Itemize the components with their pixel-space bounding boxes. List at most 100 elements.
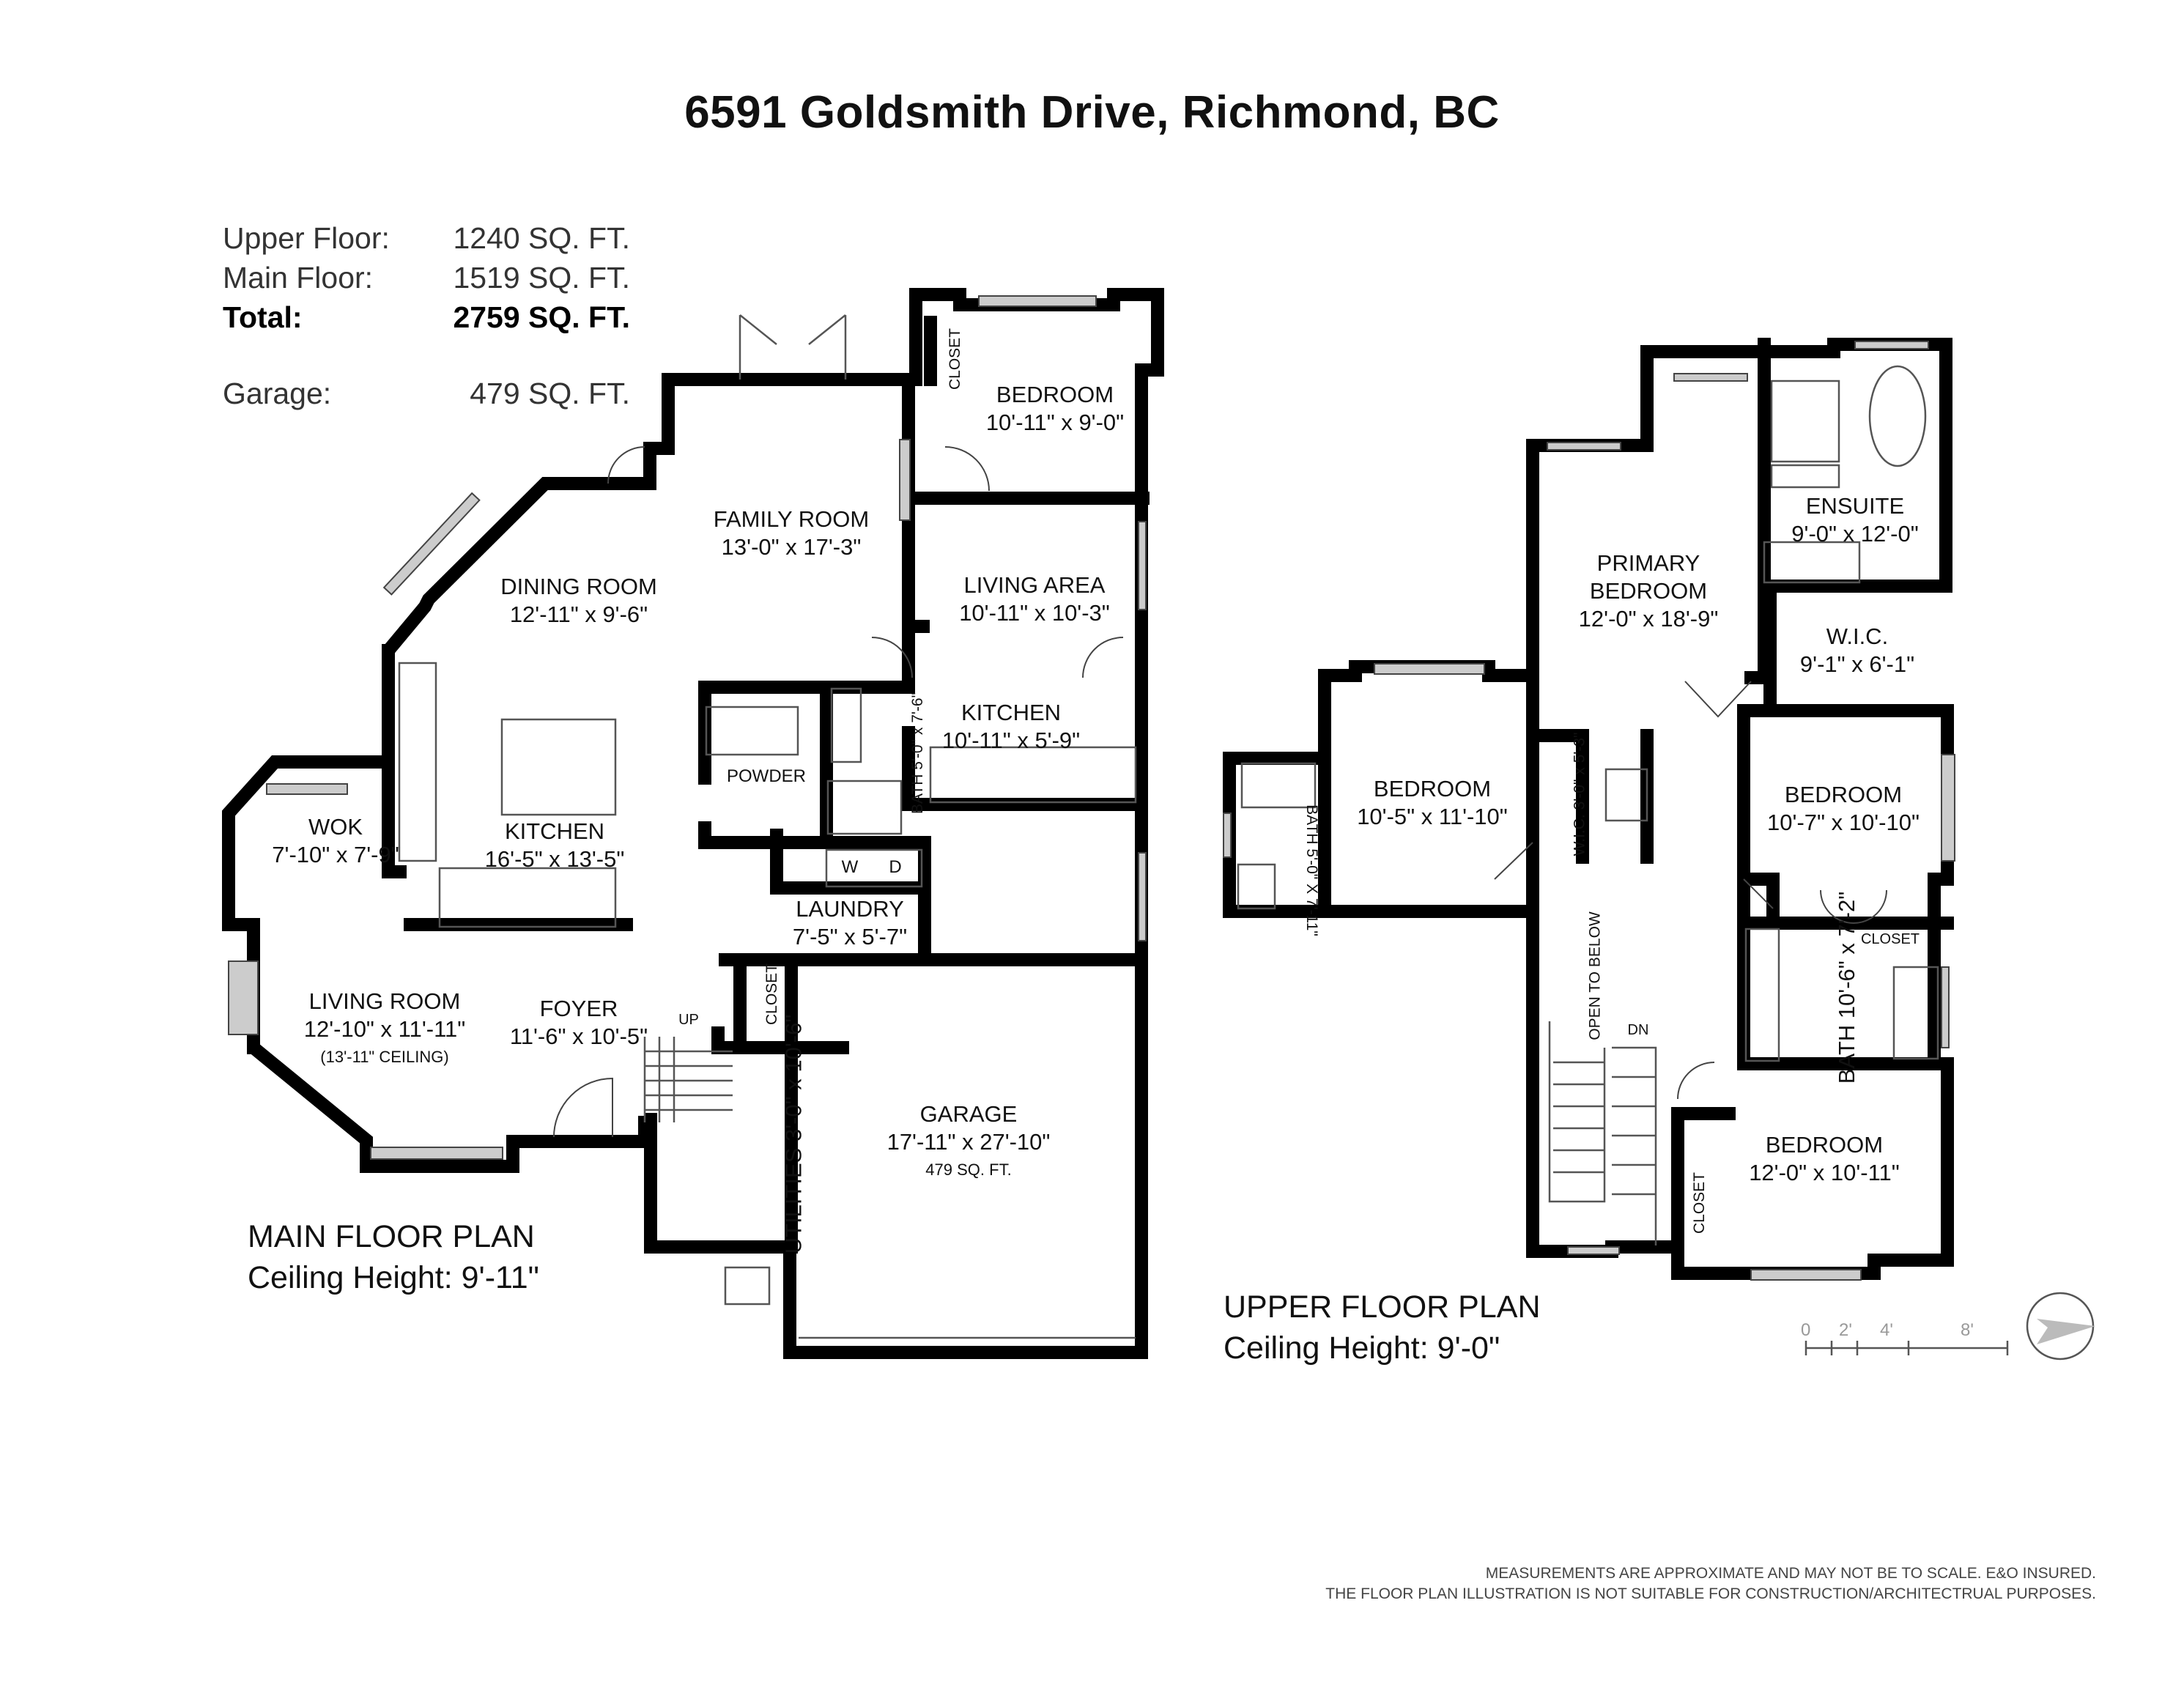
shower bbox=[826, 780, 903, 835]
room-name: BATH bbox=[1303, 804, 1320, 845]
water-heater bbox=[724, 1266, 771, 1306]
stairs bbox=[1548, 1021, 1657, 1245]
shower-bench bbox=[1770, 464, 1840, 489]
open-to-below-label: OPEN TO BELOW bbox=[1587, 911, 1604, 1040]
room-name: KITCHEN bbox=[960, 700, 1062, 725]
room-name: UTILITIES bbox=[780, 1147, 807, 1254]
window bbox=[1547, 442, 1621, 451]
room-name: PRIMARY bbox=[1596, 550, 1700, 576]
door-arc bbox=[944, 446, 990, 492]
area-label: Upper Floor: bbox=[223, 221, 390, 255]
shower bbox=[1770, 380, 1840, 463]
area-row-total: Total: 2759 SQ. FT. bbox=[223, 297, 630, 337]
room-bath-west: BATH 5'-0" X 7'-11" bbox=[1303, 804, 1320, 936]
room-laundry: LAUNDRY 7'-5" x 5'-7" bbox=[793, 895, 907, 951]
room-living-room: LIVING ROOM 12'-10" x 11'-11" (13'-11" C… bbox=[304, 988, 466, 1071]
page-title: 6591 Goldsmith Drive, Richmond, BC bbox=[684, 87, 1500, 138]
area-row-upper: Upper Floor: 1240 SQ. FT. bbox=[223, 218, 630, 258]
upper-floor-name: UPPER FLOOR PLAN bbox=[1224, 1289, 1541, 1325]
room-dimension: 3'-0" x 10'-6" bbox=[780, 1014, 807, 1142]
main-floor-interior-wall bbox=[770, 829, 931, 895]
stairs-up-label: UP bbox=[678, 1012, 699, 1028]
window bbox=[382, 492, 481, 596]
room-dimension: 11'-6" x 10'-5" bbox=[509, 1023, 648, 1049]
window bbox=[1941, 754, 1955, 862]
room-name: BATH bbox=[909, 774, 927, 815]
area-row-main: Main Floor: 1519 SQ. FT. bbox=[223, 258, 630, 297]
vanity bbox=[1763, 541, 1861, 584]
window bbox=[1673, 373, 1748, 382]
closet-label: CLOSET bbox=[1691, 1171, 1709, 1234]
window bbox=[370, 1147, 503, 1160]
room-living-area: LIVING AREA 10'-11" x 10'-3" bbox=[959, 571, 1110, 627]
room-name: DINING ROOM bbox=[500, 574, 657, 599]
main-floor-title: MAIN FLOOR PLAN Ceiling Height: 9'-11" bbox=[248, 1216, 539, 1298]
main-floor-interior-wall bbox=[698, 821, 783, 849]
room-name: BATH bbox=[1834, 1024, 1860, 1084]
open-to-below-line: BELOW bbox=[1586, 911, 1604, 968]
area-row-garage: Garage: 479 SQ. FT. bbox=[223, 374, 630, 413]
patio-door bbox=[739, 314, 847, 380]
door-arc bbox=[1820, 889, 1887, 924]
door-arc bbox=[553, 1077, 613, 1138]
room-powder: POWDER bbox=[727, 766, 806, 786]
door-arc bbox=[1684, 681, 1752, 718]
scale-tick-label: 8' bbox=[1961, 1320, 1974, 1340]
room-wok: WOK 7'-10" x 7'-9" bbox=[272, 813, 399, 869]
scale-tick-label: 4' bbox=[1880, 1320, 1893, 1340]
room-name: LAUNDRY bbox=[796, 896, 904, 922]
kitchen-counter bbox=[398, 662, 437, 862]
door-arc bbox=[1677, 1062, 1715, 1100]
scale-tick-label: 2' bbox=[1839, 1320, 1852, 1340]
vanity bbox=[705, 706, 799, 756]
room-dimension: 16'-5" x 13'-5" bbox=[484, 846, 625, 872]
main-floor-name: MAIN FLOOR PLAN bbox=[248, 1219, 535, 1254]
room-wic-small: W.I.C. 3'-0" x 5'-3" bbox=[1571, 733, 1588, 856]
area-value: 2759 SQ. FT. bbox=[453, 300, 630, 334]
room-name: BEDROOM bbox=[1589, 578, 1708, 604]
main-floor-interior-wall bbox=[711, 1026, 748, 1054]
vanity bbox=[1744, 928, 1780, 1062]
room-dimension: 12'-0" x 10'-11" bbox=[1749, 1160, 1900, 1185]
door-arc bbox=[1743, 878, 1774, 909]
room-dimension: 13'-0" x 17'-3" bbox=[721, 534, 862, 560]
vanity bbox=[830, 687, 862, 763]
stairs bbox=[643, 1037, 733, 1122]
room-ensuite: ENSUITE 9'-0" x 12'-0" bbox=[1791, 492, 1918, 548]
shower bbox=[1240, 762, 1317, 809]
window bbox=[1223, 812, 1232, 858]
window bbox=[1854, 341, 1929, 349]
room-name: BEDROOM bbox=[1765, 1132, 1884, 1158]
dryer-label: D bbox=[889, 857, 902, 877]
north-arrow-icon bbox=[2037, 1319, 2095, 1344]
room-utilities: UTILITIES 3'-0" x 10'-6" bbox=[780, 1015, 807, 1254]
area-label: Total: bbox=[223, 300, 303, 334]
room-dimension: 10'-6" x 7'-2" bbox=[1834, 891, 1860, 1019]
disclaimer-line: THE FLOOR PLAN ILLUSTRATION IS NOT SUITA… bbox=[1325, 1585, 2096, 1602]
window bbox=[1567, 1246, 1620, 1255]
area-value: 1519 SQ. FT. bbox=[453, 261, 630, 295]
room-bath-east: BATH 10'-6" x 7'-2" bbox=[1834, 892, 1860, 1084]
window bbox=[1941, 966, 1950, 1048]
room-dimension: 9'-0" x 12'-0" bbox=[1791, 521, 1919, 547]
room-name: ENSUITE bbox=[1805, 493, 1905, 519]
room-bedroom-west: BEDROOM 10'-5" x 11'-10" bbox=[1357, 775, 1508, 831]
scale-tick-label: 0 bbox=[1801, 1320, 1811, 1340]
upper-floor-title: UPPER FLOOR PLAN Ceiling Height: 9'-0" bbox=[1224, 1287, 1541, 1369]
room-bedroom-main: BEDROOM 10'-11" x 9'-0" bbox=[986, 381, 1124, 437]
kitchen-island bbox=[500, 718, 617, 816]
open-to-below-line: OPEN TO bbox=[1586, 971, 1604, 1040]
room-note: (13'-11" CEILING) bbox=[320, 1048, 449, 1066]
closet-label: CLOSET bbox=[763, 963, 781, 1026]
fireplace bbox=[228, 960, 259, 1035]
stairs-down-label: DN bbox=[1627, 1022, 1649, 1038]
door-arc bbox=[1082, 637, 1124, 678]
kitchen-counter bbox=[929, 746, 1137, 804]
room-note: 479 SQ. FT. bbox=[925, 1160, 1012, 1179]
main-floor-ceiling: Ceiling Height: 9'-11" bbox=[248, 1260, 539, 1295]
upper-floor-interior-wall bbox=[1671, 1107, 1736, 1252]
upper-floor-ceiling: Ceiling Height: 9'-0" bbox=[1224, 1330, 1500, 1366]
room-family-room: FAMILY ROOM 13'-0" x 17'-3" bbox=[714, 506, 869, 561]
window bbox=[899, 439, 911, 521]
